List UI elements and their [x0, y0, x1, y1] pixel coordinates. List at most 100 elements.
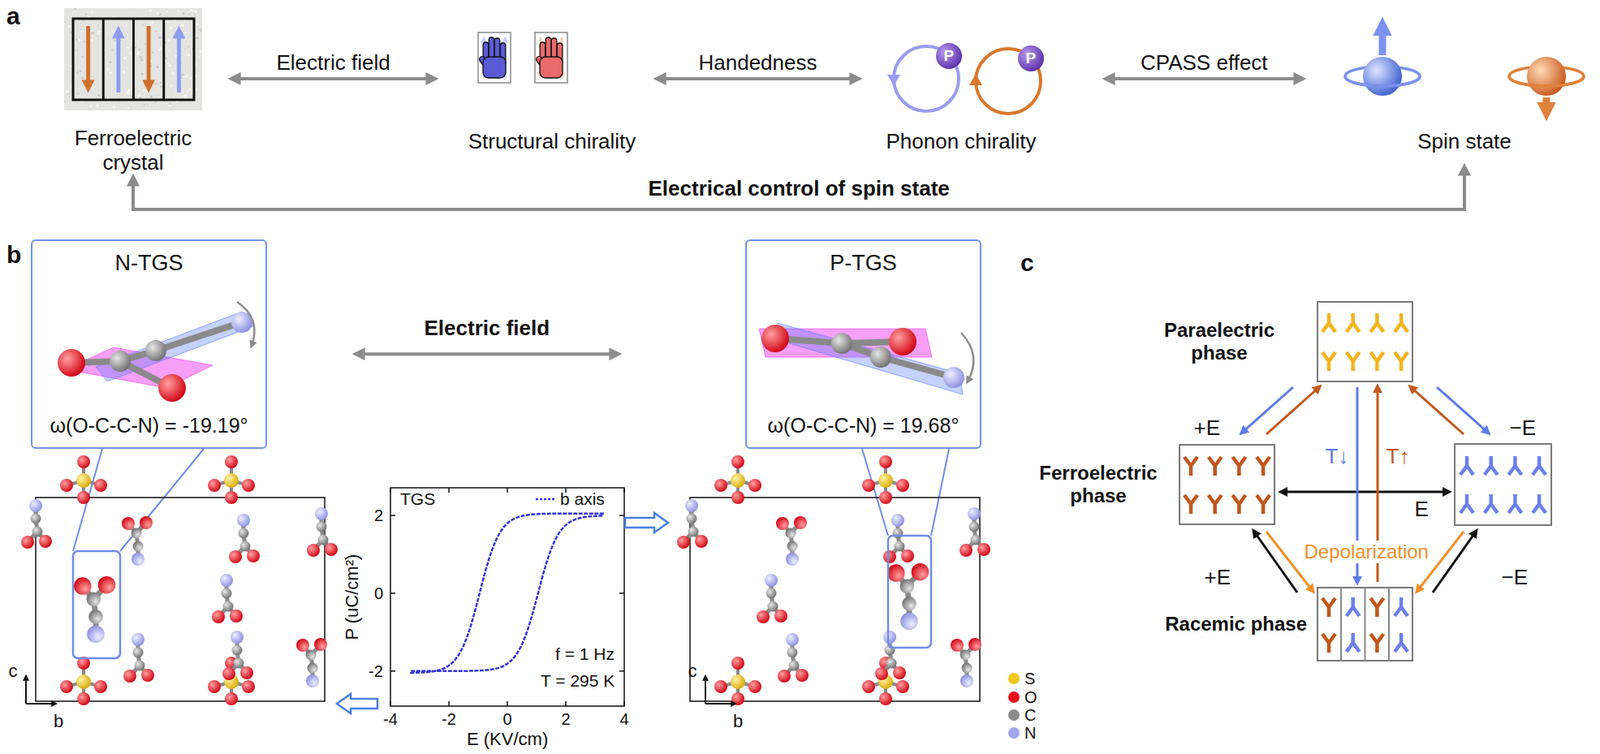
photo-grain: [155, 30, 157, 33]
dipole-symbol: [1346, 633, 1360, 652]
photo-grain: [82, 19, 85, 22]
tick-label: 4: [620, 710, 630, 729]
edge-label: Electric field: [276, 51, 391, 76]
dipole-symbol: [1256, 495, 1270, 514]
glycine-molecule: [21, 535, 35, 549]
photo-grain: [125, 24, 128, 27]
legend-text: C: [1024, 706, 1036, 725]
highlight-box: [888, 535, 932, 648]
edge-label: CPASS effect: [1140, 51, 1268, 76]
sulfate-group: [748, 680, 762, 694]
dipole-symbol: [1370, 352, 1384, 371]
photo-grain: [95, 103, 99, 107]
sulfate-group: [224, 491, 238, 505]
glycine-molecule: [694, 534, 708, 548]
dipole-symbol: [1394, 352, 1408, 371]
hysteresis-plot: [448, 487, 450, 493]
photo-grain: [164, 56, 168, 60]
glycine-molecule: [134, 660, 146, 672]
glycine-molecule: [901, 596, 917, 612]
sulfate-group: [224, 455, 238, 469]
polarization-arrow: [86, 25, 91, 88]
photo-grain: [185, 75, 188, 78]
hollow-arrow: [336, 694, 378, 714]
photo-grain: [151, 21, 154, 24]
hollow-arrow: [625, 513, 669, 533]
photo-grain: [108, 71, 112, 74]
glycine-molecule: [766, 588, 777, 600]
spin-icon: [1526, 56, 1566, 96]
domain-wall: [162, 18, 165, 100]
photo-grain: [142, 89, 146, 92]
sulfate-group: [60, 656, 108, 706]
glycine-molecule: [29, 499, 43, 513]
panel-letter: a: [6, 2, 21, 31]
photo-grain: [188, 88, 191, 91]
photo-grain: [77, 92, 80, 95]
photo-grain: [166, 21, 169, 23]
glycine-molecule: [296, 638, 310, 652]
glycine-molecule: [960, 674, 974, 688]
phonon-orbit: [887, 46, 959, 112]
sulfate-group: [862, 656, 910, 706]
sulfate-group: [60, 455, 108, 505]
tick-label: 2: [561, 710, 571, 729]
photo-grain: [136, 51, 139, 55]
photo-grain: [182, 12, 186, 15]
photo-grain: [138, 94, 141, 97]
photo-grain: [159, 12, 162, 16]
dipole-symbol: [1208, 457, 1222, 476]
dipole-symbol: [1232, 495, 1246, 514]
dipole-symbol: [1322, 598, 1336, 617]
glycine-molecule: [756, 573, 788, 624]
sulfate-group: [731, 491, 745, 505]
phonon-ball: [935, 43, 962, 70]
glycine-molecule: [246, 549, 260, 563]
tick-label: 0: [374, 584, 384, 604]
glycine-molecule: [307, 663, 319, 674]
photo-grain: [81, 13, 82, 15]
hysteresis-plot: [619, 592, 625, 595]
photo-grain: [187, 45, 190, 48]
glycine-molecule: [314, 507, 328, 521]
polarization-arrow: [116, 30, 121, 93]
field-label: E: [1414, 497, 1429, 522]
stage-node: Spin state: [1342, 24, 1587, 155]
photo-grain: [168, 50, 171, 52]
dipole-symbol: [1184, 495, 1198, 514]
sulfate-group: [862, 680, 876, 694]
glycine-molecule: [32, 526, 44, 538]
hysteresis-plot: [623, 487, 626, 493]
photo-grain: [182, 90, 185, 92]
photo-grain: [140, 58, 143, 61]
hysteresis-plot: [623, 701, 626, 707]
photo-grain: [132, 11, 134, 13]
plot-note: T = 295 K: [540, 671, 615, 691]
photo-grain: [120, 39, 122, 41]
glycine-molecule: [233, 658, 245, 669]
glycine-molecule: [306, 543, 320, 557]
photo-grain: [150, 60, 152, 62]
dipole-symbol: [1484, 494, 1498, 514]
rotation-arrow: [961, 332, 974, 382]
photo-grain: [91, 81, 94, 83]
glycine-molecule: [314, 638, 328, 652]
unit-cell: [35, 497, 325, 702]
dipole-symbol: [1322, 352, 1336, 371]
photo-grain: [68, 93, 70, 95]
sulfate-group: [896, 680, 910, 694]
hysteresis-plot: [448, 701, 450, 707]
photo-grain: [199, 50, 203, 53]
photo-grain: [114, 39, 117, 42]
sulfate-group: [77, 455, 91, 469]
sulfate-group: [77, 692, 91, 706]
photo-grain: [168, 64, 172, 67]
molecule-model: [888, 327, 917, 356]
photo-grain: [112, 105, 116, 108]
dipole-symbol: [1484, 456, 1498, 475]
glycine-molecule: [875, 630, 906, 681]
glycine-molecule: [892, 528, 904, 540]
sulfate-group: [731, 656, 745, 670]
rotation-arrow: [237, 301, 255, 346]
photo-grain: [76, 49, 78, 51]
